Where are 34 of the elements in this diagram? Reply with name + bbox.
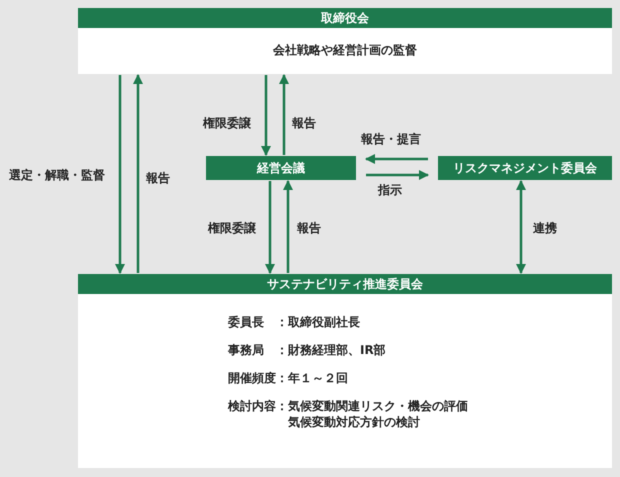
arrow: [283, 180, 293, 273]
edge-label: 報告: [145, 171, 171, 185]
edge-label: 報告: [291, 116, 317, 130]
detail-key: 開催頻度: [228, 370, 276, 386]
detail-key: 検討内容: [228, 398, 276, 414]
arrow: [265, 181, 275, 274]
arrow: [133, 74, 143, 273]
arrow: [279, 74, 289, 155]
detail-value: ：取締役副社長: [276, 314, 361, 330]
arrow: [115, 75, 125, 274]
detail-value: ：財務経理部、IR部: [276, 342, 387, 358]
edge-label: 権限委譲: [202, 116, 252, 130]
edge-label: 連携: [532, 221, 558, 235]
edge-label: 権限委譲: [207, 221, 257, 235]
process-box: 経営会議: [206, 156, 356, 180]
arrow: [365, 154, 428, 164]
detail-value: ：気候変動関連リスク・機会の評価: [276, 398, 468, 414]
arrow: [516, 180, 526, 274]
edge-label: 選定・解職・監督: [8, 168, 106, 182]
arrow: [366, 170, 429, 180]
edge-label: 報告・提言: [360, 132, 422, 146]
detail-value: ：年１～２回: [276, 370, 349, 386]
detail-key: 委員長: [228, 314, 276, 330]
panel-heading: サステナビリティ推進委員会: [78, 274, 612, 294]
panel-heading: 取締役会: [78, 8, 612, 28]
detail-value: 気候変動対応方針の検討: [287, 414, 421, 430]
panel-box: [78, 8, 612, 74]
edge-label: 指示: [377, 183, 403, 197]
arrow: [261, 75, 271, 156]
panel-box: [78, 274, 612, 468]
edge-label: 報告: [296, 221, 322, 235]
panel-text: 会社戦略や経営計画の監督: [272, 42, 418, 59]
detail-key: 事務局: [228, 342, 276, 358]
process-box: リスクマネジメント委員会: [438, 156, 612, 180]
